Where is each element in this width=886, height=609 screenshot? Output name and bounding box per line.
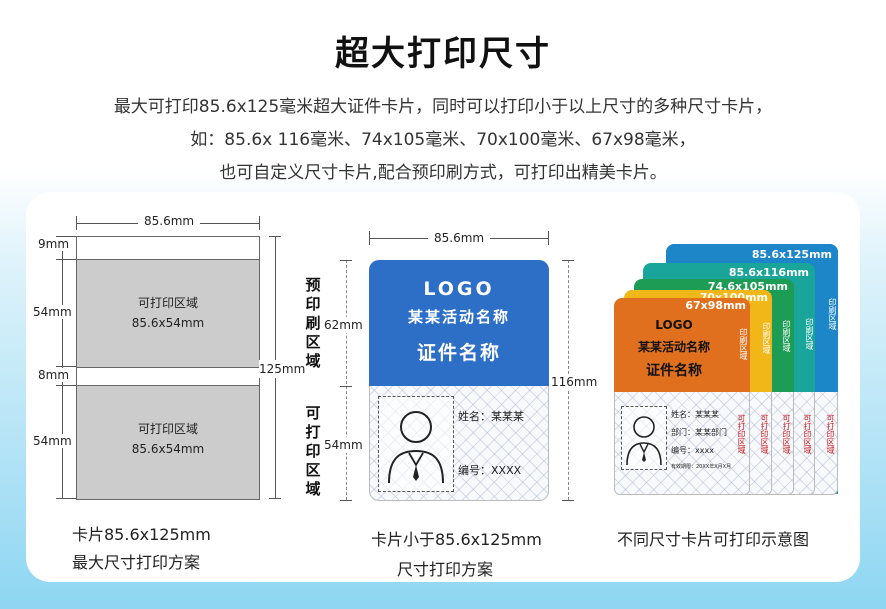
dim-54mm-top: 54mm xyxy=(33,305,72,319)
tick-0 xyxy=(56,236,76,237)
card-5-printable-vertical: 可打印区域 xyxy=(737,414,746,454)
tick-2 xyxy=(56,366,76,367)
front-card-printable: 姓名：某某某 部门：某某部门 编号：xxxx 有效期限：20XX年X月X月 xyxy=(614,392,750,495)
person-icon xyxy=(388,411,444,484)
card-name-field: 姓名：某某某 xyxy=(458,410,524,423)
preprint-area-label: 预印刷区域 xyxy=(305,276,321,370)
dim-62mm: 62mm xyxy=(324,317,363,333)
dim-125mm: 125mm xyxy=(259,360,306,378)
printable-area-1-title: 可打印区域 xyxy=(137,296,198,310)
printable-area-2-size: 85.6x54mm xyxy=(131,442,205,456)
printable-area-2-title: 可打印区域 xyxy=(137,422,198,436)
front-person-icon xyxy=(626,416,662,466)
mid-right-tick-bottom xyxy=(562,500,574,501)
mid-width-label: 85.6mm xyxy=(428,231,491,245)
front-card-cert: 证件名称 xyxy=(646,363,702,379)
mid-caption-1: 卡片小于85.6x125mm xyxy=(371,530,542,549)
front-dept-field: 部门：某某部门 xyxy=(671,428,727,437)
mid-left-dim-line xyxy=(346,260,347,500)
left-caption-2: 最大尺寸打印方案 xyxy=(72,553,201,572)
tick-1 xyxy=(56,259,76,260)
card-5-preprint-vertical: 印刷区域 xyxy=(739,328,748,360)
card-3-preprint-vertical: 印刷区域 xyxy=(782,320,791,352)
dim-8mm: 8mm xyxy=(38,368,70,382)
front-valid-field: 有效期限：20XX年X月X月 xyxy=(671,464,732,470)
mid-right-tick-top xyxy=(562,260,574,261)
card-cert-name: 证件名称 xyxy=(416,342,501,364)
front-id-field: 编号：xxxx xyxy=(671,446,714,455)
mid-tick-c xyxy=(340,500,352,501)
description-line-1: 最大可打印85.6x125毫米超大证件卡片，同时可以打印小于以上尺寸的多种尺寸卡… xyxy=(113,97,773,117)
card-size-5: 67x98mm LOGO 某某活动名称 证件名称 xyxy=(614,298,750,392)
printable-area-label: 可打印区域 xyxy=(305,404,321,498)
width-label: 85.6mm xyxy=(138,214,201,228)
front-card-logo: LOGO xyxy=(655,318,693,332)
dim-54mm: 54mm xyxy=(324,437,363,453)
front-photo-box xyxy=(621,406,667,470)
left-caption-1: 卡片85.6x125mm xyxy=(72,525,211,544)
id-card-preprinted-top: LOGO 某某活动名称 证件名称 xyxy=(369,260,549,386)
tick-4 xyxy=(56,498,76,499)
dim-54mm-bottom: 54mm xyxy=(33,434,72,448)
card-3-printable-vertical: 可打印区域 xyxy=(782,414,791,454)
description-line-2: 如：85.6x 116毫米、74x105毫米、70x100毫米、67x98毫米， xyxy=(190,130,696,150)
card-4-printable-vertical: 可打印区域 xyxy=(760,414,769,454)
card-logo: LOGO xyxy=(423,278,495,300)
card-1-printable-vertical: 可打印区域 xyxy=(826,414,835,454)
mid-tick-a xyxy=(340,260,352,261)
printable-area-1: 可打印区域 85.6x54mm xyxy=(76,259,260,368)
card-4-preprint-vertical: 印刷区域 xyxy=(762,322,771,354)
page-title: 超大打印尺寸 xyxy=(335,34,551,74)
dim-9mm: 9mm xyxy=(38,237,70,251)
card-2-preprint-vertical: 印刷区域 xyxy=(805,318,814,350)
photo-box xyxy=(378,396,454,492)
size-label-1: 85.6x125mm xyxy=(751,248,832,261)
total-tick-bottom xyxy=(269,498,281,499)
right-caption: 不同尺寸卡片可打印示意图 xyxy=(617,530,810,549)
card-1-preprint-vertical: 印刷区域 xyxy=(828,298,837,330)
total-tick-top xyxy=(269,236,281,237)
tick-3 xyxy=(56,385,76,386)
size-label-3: 74.6x105mm xyxy=(707,280,788,293)
mid-tick-b xyxy=(340,386,352,387)
id-card-printable-bottom: 姓名：某某某 编号：XXXX xyxy=(369,386,549,501)
card-2-printable-vertical: 可打印区域 xyxy=(803,414,812,454)
printable-area-1-size: 85.6x54mm xyxy=(131,316,205,330)
card-event-name: 某某活动名称 xyxy=(407,308,510,326)
size-label-5: 67x98mm xyxy=(685,299,746,312)
description-line-3: 也可自定义尺寸卡片,配合预印刷方式，可打印出精美卡片。 xyxy=(219,163,667,183)
printable-area-2: 可打印区域 85.6x54mm xyxy=(76,385,260,500)
front-name-field: 姓名：某某某 xyxy=(671,410,719,419)
front-card-event: 某某活动名称 xyxy=(637,340,710,354)
mid-caption-2: 尺寸打印方案 xyxy=(397,560,494,579)
size-label-2: 85.6x116mm xyxy=(728,266,809,279)
card-id-field: 编号：XXXX xyxy=(458,464,522,477)
left-dimension-line xyxy=(62,236,63,498)
dim-116mm: 116mm xyxy=(551,374,598,390)
